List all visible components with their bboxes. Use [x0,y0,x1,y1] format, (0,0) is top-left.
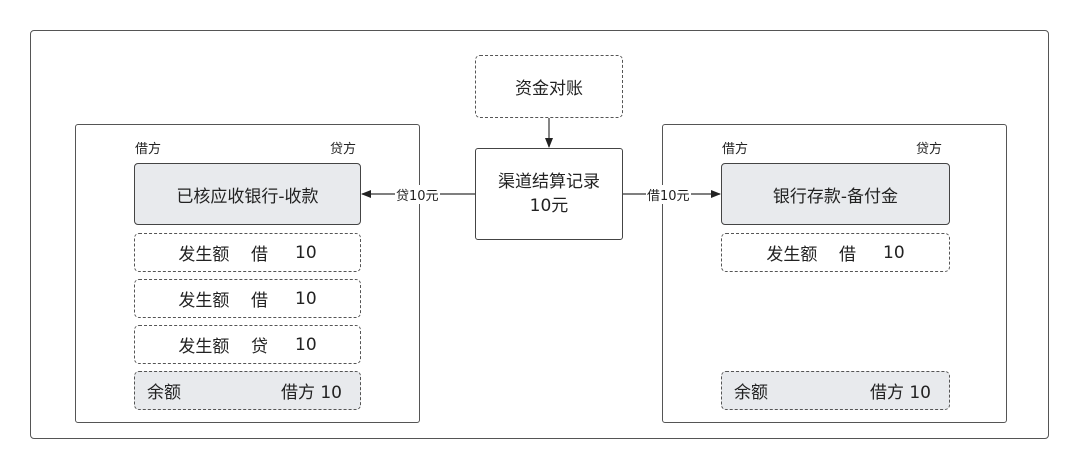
entry-amount: 10 [295,288,317,309]
left-entry-1: 发生额 借 10 [134,233,361,272]
right-debit-label: 借方 [722,142,749,157]
left-account-panel [75,124,420,423]
fund-reconciliation-title: 资金对账 [515,79,583,99]
entry-direction: 贷 [250,337,268,357]
entry-label: 发生额 [178,337,230,357]
entry-amount: 10 [883,242,905,263]
left-edge-label: 贷10元 [395,185,440,204]
right-account-panel [662,124,1007,423]
entry-direction: 借 [250,245,268,265]
right-credit-label: 贷方 [916,142,943,157]
right-entry-1: 发生额 借 10 [721,233,950,272]
entry-amount: 10 [295,334,317,355]
channel-settlement-amount: 10元 [529,196,569,216]
entry-label: 发生额 [178,291,230,311]
entry-direction: 借 [838,245,856,265]
fund-reconciliation-node: 资金对账 [475,55,623,118]
right-account-name: 银行存款-备付金 [721,163,950,225]
balance-label: 余额 [734,383,768,403]
diagram-frame [30,30,1049,439]
left-balance-row: 余额 借方 10 [134,371,361,410]
channel-settlement-title: 渠道结算记录 [498,172,600,192]
left-entry-2: 发生额 借 10 [134,279,361,318]
balance-label: 余额 [147,383,181,403]
left-account-name: 已核应收银行-收款 [134,163,361,225]
entry-label: 发生额 [178,245,230,265]
left-entry-3: 发生额 贷 10 [134,325,361,364]
left-debit-label: 借方 [135,142,162,157]
left-account-name-text: 已核应收银行-收款 [176,186,319,207]
right-balance-row: 余额 借方 10 [721,371,950,410]
entry-direction: 借 [250,291,268,311]
entry-label: 发生额 [766,245,818,265]
channel-settlement-node: 渠道结算记录 10元 [475,148,623,240]
balance-value: 借方 10 [869,383,931,403]
entry-amount: 10 [295,242,317,263]
right-edge-label: 借10元 [646,185,691,204]
right-account-name-text: 银行存款-备付金 [772,186,899,207]
left-credit-label: 贷方 [330,142,357,157]
balance-value: 借方 10 [280,383,342,403]
